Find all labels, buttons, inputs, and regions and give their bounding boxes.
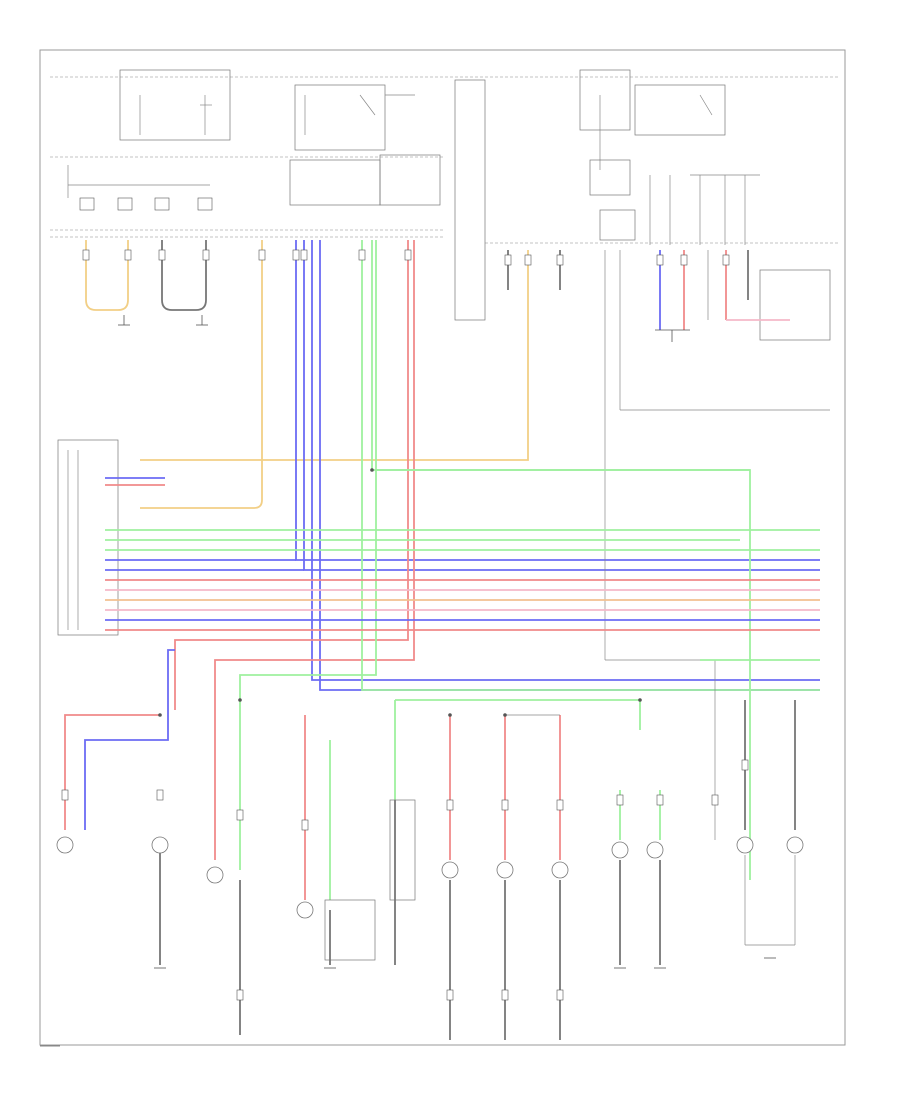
control-module-top bbox=[289, 79, 486, 321]
wire-blue-3 bbox=[311, 240, 820, 681]
right-module-box bbox=[726, 269, 831, 341]
wire-yellow-top-left bbox=[85, 240, 129, 311]
wire-green-1 bbox=[361, 240, 820, 691]
lamp-bulb-icon bbox=[56, 836, 804, 919]
wire-gray-top-left bbox=[161, 240, 207, 311]
right-top-wires bbox=[507, 250, 830, 840]
wire-blue-1 bbox=[295, 240, 820, 561]
power-bus-lines bbox=[50, 76, 840, 244]
wire-yellow-right bbox=[140, 250, 529, 461]
diagram-frame bbox=[39, 49, 846, 1046]
wire-blue-left-lamp bbox=[84, 649, 175, 830]
right-top-module bbox=[589, 159, 760, 245]
wire-red-left-lamp bbox=[64, 714, 160, 830]
wire-blue-2 bbox=[303, 240, 820, 571]
wire-red-2 bbox=[214, 240, 415, 860]
connector-block-center bbox=[324, 799, 416, 961]
wire-blue-4 bbox=[319, 240, 820, 691]
wire-green-3 bbox=[239, 240, 377, 870]
wire-red-1 bbox=[174, 240, 409, 710]
ground-icon bbox=[118, 315, 208, 326]
fuse-block-right bbox=[579, 69, 726, 170]
fuse-relay-block-left bbox=[119, 69, 231, 141]
page-border-mark bbox=[40, 1045, 60, 1047]
splice-icon bbox=[158, 468, 642, 717]
harness-connector-left bbox=[57, 439, 119, 636]
relay-switch-icon bbox=[294, 84, 415, 151]
ground-icon bbox=[154, 957, 776, 969]
connector-row-top bbox=[67, 165, 213, 211]
connector-icon bbox=[61, 249, 749, 1001]
harness-wires bbox=[105, 469, 820, 661]
wire-yellow-long bbox=[140, 240, 263, 509]
lower-wires bbox=[239, 699, 796, 1040]
ground-right-top bbox=[655, 329, 690, 342]
